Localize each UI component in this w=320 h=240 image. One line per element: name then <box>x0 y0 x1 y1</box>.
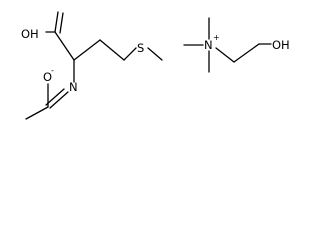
atom-hydroxyl-right: OH <box>272 38 290 52</box>
bond-ammonium-ch2 <box>215 47 235 63</box>
bond-carbon-methyl <box>25 106 49 120</box>
bond-carboxyl-double-o-1 <box>54 11 59 33</box>
bond-ch2-ch2-right <box>233 43 260 63</box>
atom-oxide-oxygen: O <box>43 70 52 84</box>
left-molecule: OH O - N S <box>21 11 163 120</box>
atom-hydroxyl-left: OH <box>21 27 39 41</box>
bond-carboxyl-double-o-2 <box>59 12 64 34</box>
atom-sulfur: S <box>137 41 144 55</box>
bond-ch2-sulfur <box>123 47 137 61</box>
bond-sulfur-methyl <box>147 47 163 61</box>
bond-alpha-ch2 <box>73 39 101 61</box>
bond-nitrogen-carbon-2 <box>45 88 65 106</box>
bond-nitrogen-carbon-1 <box>49 91 69 109</box>
right-molecule: N + OH <box>183 17 290 73</box>
atom-amide-nitrogen: N <box>69 80 78 94</box>
bond-ch2-ch2 <box>99 39 125 61</box>
chemical-structure-diagram: OH O - N S N + OH <box>21 11 290 120</box>
bond-carboxyl-alpha <box>54 31 75 61</box>
atom-ammonium-charge: + <box>213 33 220 42</box>
atom-oxide-charge: - <box>51 66 54 75</box>
atom-ammonium-nitrogen: N <box>204 38 213 52</box>
